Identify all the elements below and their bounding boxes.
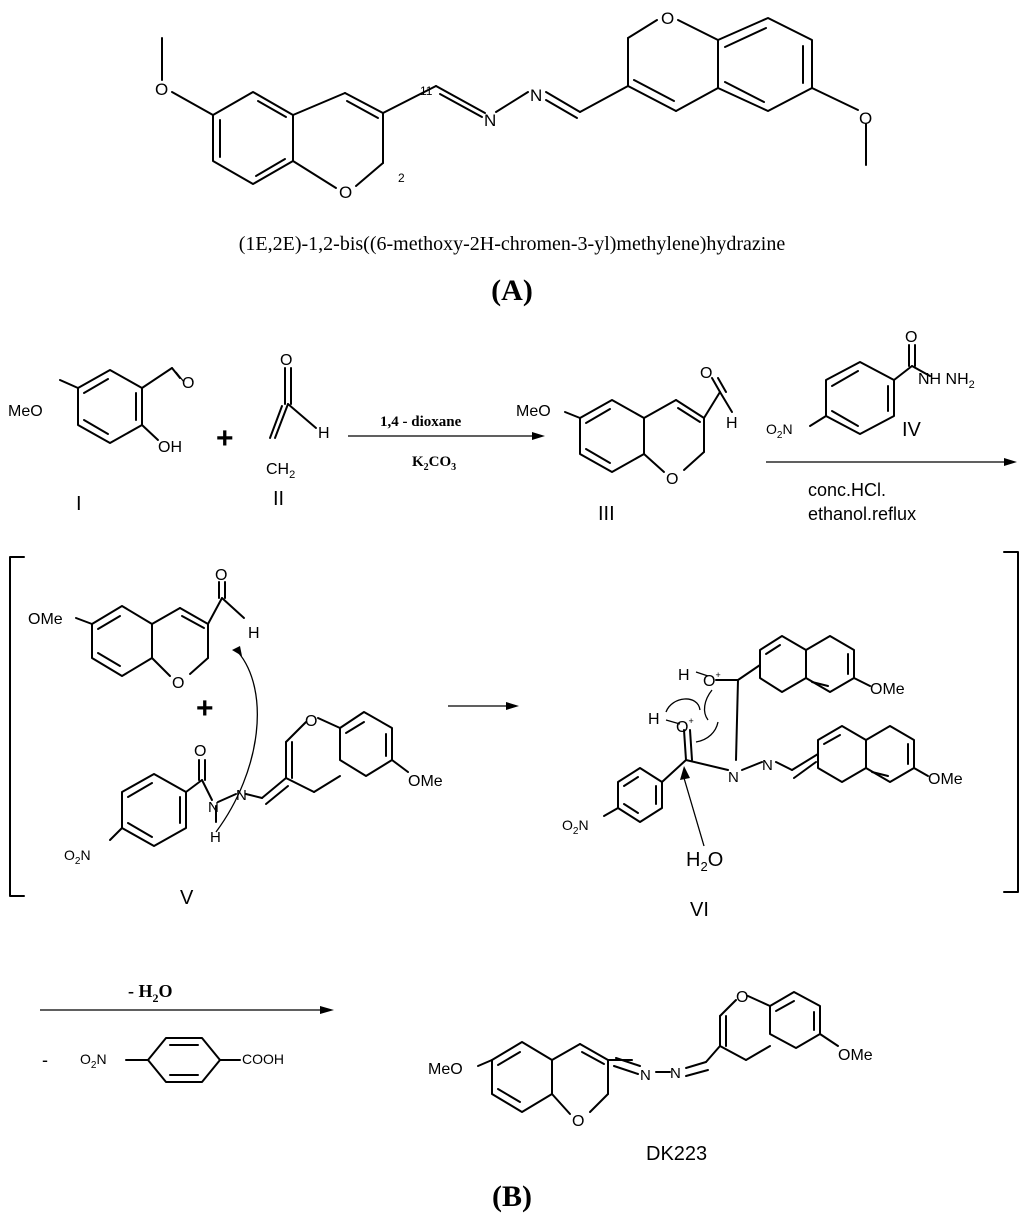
- no2-label-vi: O2N: [562, 817, 589, 837]
- dk223-structure: [477, 991, 839, 1115]
- n-label-v-1: N: [208, 799, 219, 816]
- locant-11: 11: [420, 84, 433, 98]
- n-label-vi-2: N: [762, 757, 773, 774]
- ome-label-vi-bottom: OMe: [928, 771, 963, 788]
- o-label-i: O: [182, 375, 194, 392]
- compound-v-structure: [109, 711, 409, 847]
- curved-arrow-vi-3: [695, 721, 719, 743]
- o-label-iii-cho: O: [700, 365, 712, 382]
- n-label-vi-1: N: [728, 769, 739, 786]
- compound-ii-label: II: [273, 488, 284, 510]
- compound-ii-structure: [269, 367, 317, 439]
- meo-label-dk223: MeO: [428, 1061, 463, 1078]
- h-label-vi-bottom: H: [648, 711, 660, 728]
- curved-arrow-attack-head: [232, 646, 242, 656]
- oh-label-i: OH: [158, 439, 182, 456]
- curved-arrow-vi-1: [665, 698, 701, 713]
- ome-label-v: OMe: [408, 773, 443, 790]
- compound-iii-structure: [564, 377, 733, 473]
- panel-a-label: (A): [491, 274, 533, 307]
- panel-b-label: (B): [492, 1180, 532, 1213]
- o-label-iii-ring: O: [666, 471, 678, 488]
- reaction-arrow-3-head: [506, 702, 519, 710]
- o-label-iv: O: [905, 329, 917, 346]
- o-label-dk223-left-ring: O: [572, 1113, 584, 1130]
- ch2-label-ii: CH2: [266, 461, 295, 481]
- compound-iv-label: IV: [902, 419, 922, 441]
- curved-arrow-vi-2: [703, 689, 713, 721]
- curved-arrow-attack: [215, 651, 258, 833]
- compound-iii-label: III: [598, 503, 615, 525]
- reaction-arrow-4-head: [320, 1006, 334, 1014]
- o-label-ii: O: [280, 352, 292, 369]
- atom-o-left-methoxy: O: [155, 80, 168, 99]
- atom-o-right-methoxy: O: [859, 109, 872, 128]
- product-label: DK223: [646, 1143, 707, 1165]
- step1-reagent-bottom: K2CO3: [412, 454, 456, 473]
- nhnh2-label-iv: NH NH2: [918, 371, 975, 391]
- atom-o-right-ring: O: [661, 9, 674, 28]
- ome-label-dk223: OMe: [838, 1047, 873, 1064]
- o-label-v-co: O: [194, 743, 206, 760]
- n-label-dk223-2: N: [670, 1065, 681, 1082]
- atom-n2: N: [530, 86, 542, 105]
- meo-label-iii: MeO: [516, 403, 551, 420]
- compound-i-structure: [59, 367, 185, 444]
- h-label-ii: H: [318, 425, 330, 442]
- n-label-v-2: N: [236, 787, 247, 804]
- compound-vi-label: VI: [690, 899, 709, 921]
- o-label-v-ring: O: [305, 713, 317, 730]
- no2-label-byproduct: O2N: [80, 1051, 107, 1071]
- h2o-label-vi: H2O: [686, 849, 723, 874]
- minus-sign: -: [42, 1050, 48, 1070]
- step1-reagent-top: 1,4 - dioxane: [380, 414, 462, 430]
- compound-name: (1E,2E)-1,2-bis((6-methoxy-2H-chromen-3-…: [239, 233, 786, 255]
- atom-o-left-ring: O: [339, 183, 352, 202]
- cooh-label: COOH: [242, 1051, 284, 1067]
- aldehyde-in-bracket: [75, 581, 245, 677]
- ome-label-vi-top: OMe: [870, 681, 905, 698]
- atom-n1: N: [484, 111, 496, 130]
- n-label-dk223-1: N: [640, 1067, 651, 1084]
- byproduct-structure: [125, 1037, 241, 1083]
- h-label-v: H: [210, 829, 221, 846]
- meo-label-i: MeO: [8, 403, 43, 420]
- ome-label-v-aldehyde: OMe: [28, 611, 63, 628]
- plus-sign-1: +: [216, 422, 234, 455]
- left-bracket: [9, 556, 25, 897]
- arrow-water-attack-head: [680, 766, 690, 780]
- step2-reagent-1: conc.HCl.: [808, 480, 886, 500]
- reaction-arrow-1-head: [532, 432, 545, 440]
- step3-reagent: - H2O: [128, 981, 173, 1005]
- no2-label-iv: O2N: [766, 421, 793, 441]
- compound-i-label: I: [76, 493, 82, 515]
- plus-sign-2: +: [196, 692, 214, 725]
- no2-label-v: O2N: [64, 847, 91, 867]
- h-label-iii: H: [726, 415, 738, 432]
- locant-2: 2: [398, 171, 405, 185]
- arrow-water-attack: [683, 777, 705, 847]
- compound-v-label: V: [180, 887, 194, 909]
- reaction-arrow-2-head: [1004, 458, 1017, 466]
- o-label-aldehyde-cho: O: [215, 567, 227, 584]
- h-label-aldehyde: H: [248, 625, 260, 642]
- o-label-dk223-right-ring: O: [736, 989, 748, 1006]
- o-label-aldehyde-ring: O: [172, 675, 184, 692]
- panel-a-structure: [161, 17, 867, 189]
- right-bracket: [1003, 551, 1019, 893]
- step2-reagent-2: ethanol.reflux: [808, 504, 916, 524]
- compound-vi-structure: [603, 635, 929, 823]
- compound-iv-structure: [809, 344, 931, 435]
- h-label-vi-top: H: [678, 667, 690, 684]
